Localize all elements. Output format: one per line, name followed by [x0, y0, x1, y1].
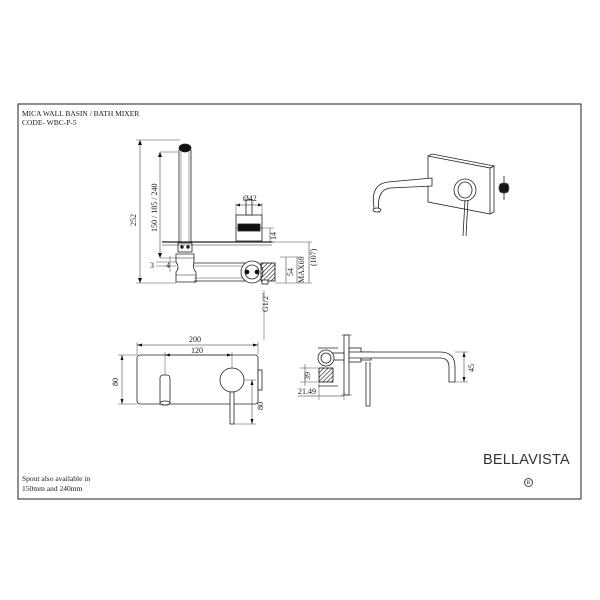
drawing-border — [17, 103, 582, 500]
dim-side-2149: 21.49 — [298, 387, 316, 396]
plan-wall-plate — [343, 334, 350, 396]
dim-min-depth: 54 — [286, 268, 295, 276]
brand-logo-text: BELLAVISTA — [483, 452, 570, 468]
front-handle-knob — [219, 367, 245, 393]
perspective-spout — [372, 177, 433, 213]
plan-view — [298, 334, 468, 407]
dim-thread: G1/2" — [261, 293, 270, 312]
front-elevation-view — [118, 342, 263, 425]
product-code: CODE- WBC-P-5 — [22, 118, 77, 127]
perspective-view — [372, 153, 510, 237]
dim-handle-diameter: Ø42 — [243, 194, 257, 203]
dim-small-a: 3 — [150, 261, 154, 270]
plan-spout — [348, 351, 456, 383]
side-elevation-view — [136, 139, 312, 340]
dim-total-depth: (107) — [309, 248, 318, 266]
dim-overall-height: 252 — [129, 214, 138, 226]
dim-plate-height: 80 — [111, 378, 120, 386]
dim-centre-distance: 120 — [191, 346, 203, 355]
front-spout — [159, 374, 171, 406]
spout-collar — [177, 242, 193, 253]
spout-tip — [178, 143, 192, 153]
plan-valve-hatch — [318, 367, 334, 383]
product-name: MICA WALL BASIN / BATH MIXER — [22, 109, 140, 118]
dim-right-height: 80 — [256, 402, 265, 410]
spout-note-line1: Spout also available in — [22, 474, 91, 483]
dim-side-45: 45 — [467, 364, 476, 372]
dim-small-b: 4 — [166, 261, 170, 270]
dim-max-depth: MAX69 — [297, 256, 306, 283]
front-handle-lever — [229, 391, 235, 425]
spout-note-line2: 150mm and 240mm — [22, 484, 83, 493]
dim-plate-width: 200 — [189, 335, 201, 344]
dim-side-39: 39 — [303, 372, 312, 380]
handle-lever — [245, 199, 253, 216]
brand-mark: B — [524, 478, 533, 487]
dim-spout-lengths: 150 / 185 / 240 — [150, 184, 159, 232]
dim-handle-offset: 14 — [269, 232, 278, 240]
